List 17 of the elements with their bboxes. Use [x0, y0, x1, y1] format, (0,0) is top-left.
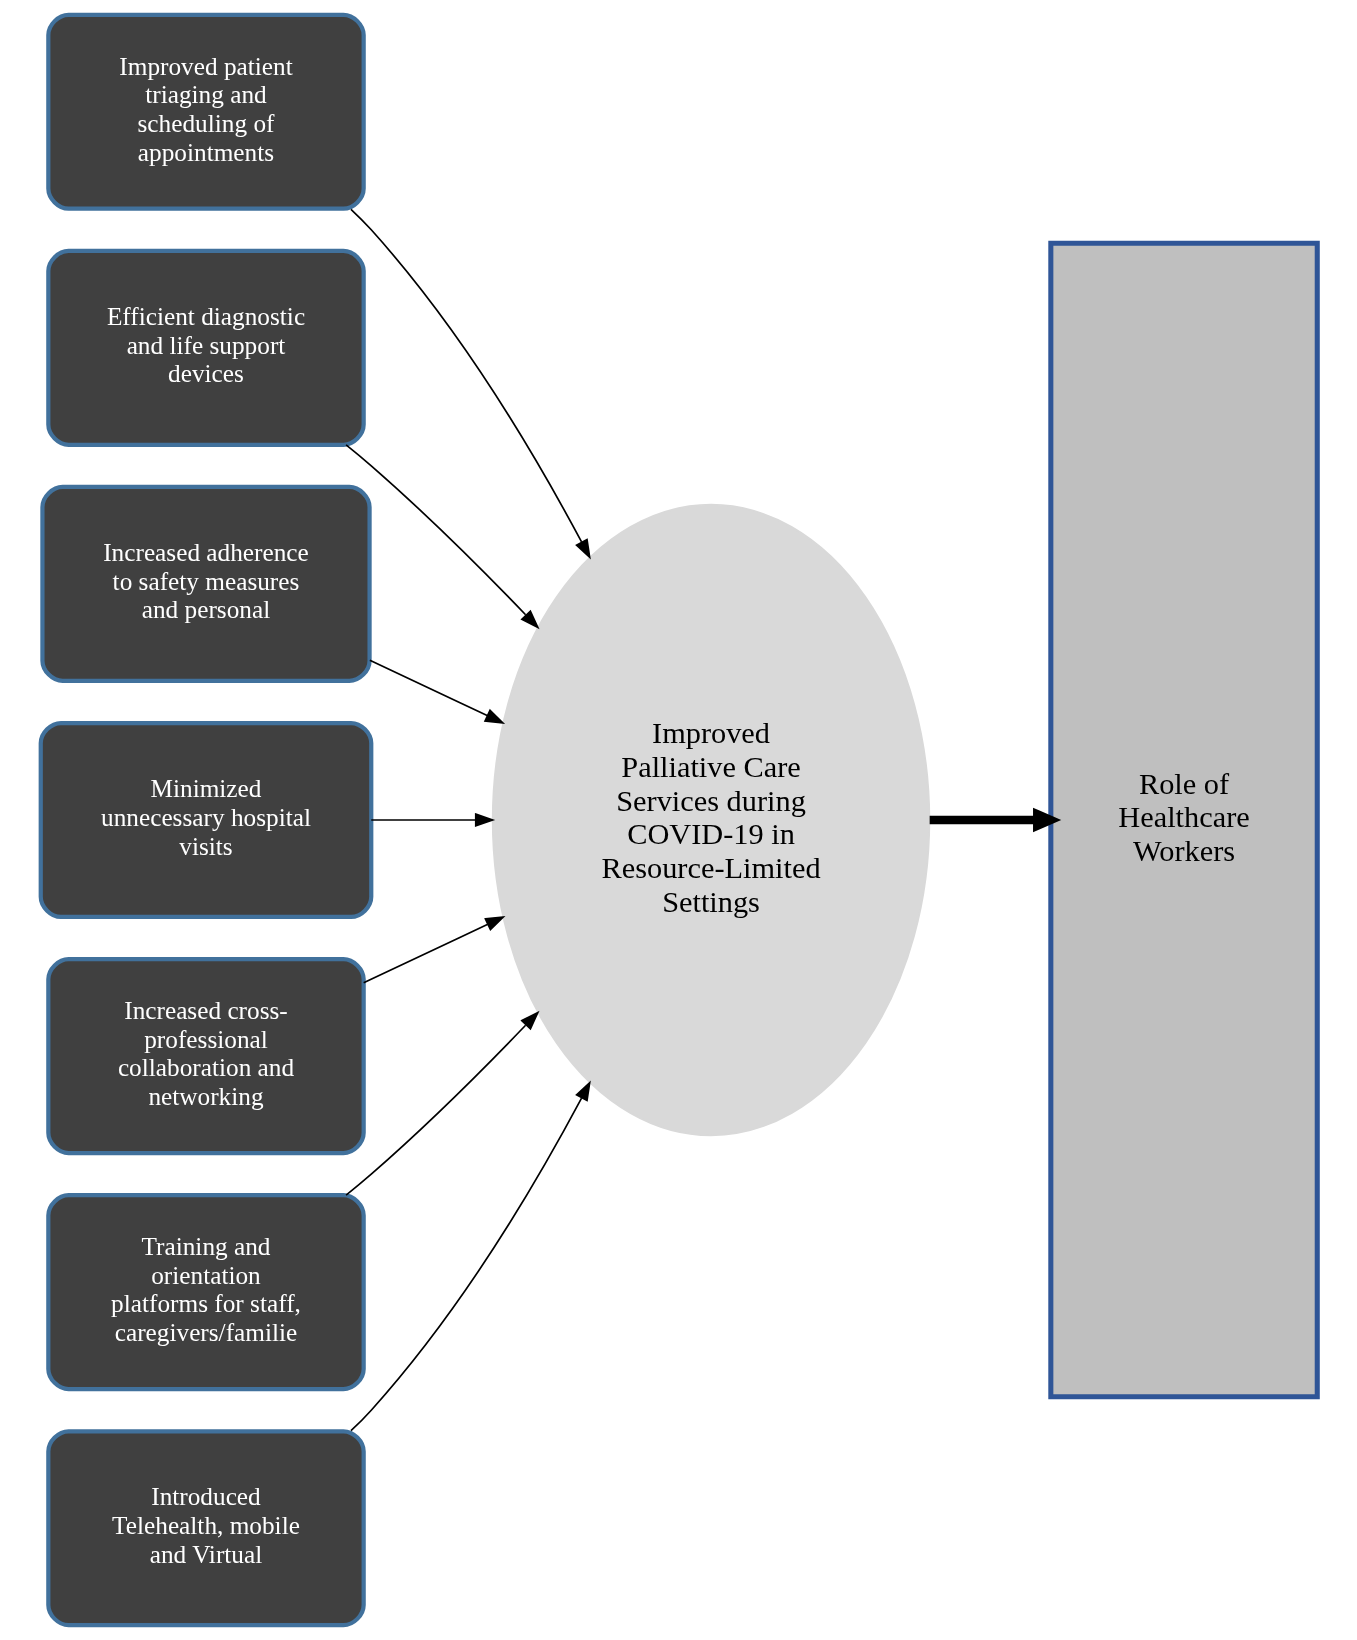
arrow	[362, 915, 505, 984]
arrow	[349, 1080, 591, 1432]
node-box: Increased adherence to safety measures and personal	[39, 484, 372, 683]
arrow	[929, 807, 1061, 833]
node-box: Role of Healthcare Workers	[1047, 240, 1320, 1400]
node-box: Minimized unnecessary hospital visits	[38, 720, 373, 920]
arrow	[368, 659, 505, 724]
arrow	[349, 208, 591, 560]
arrow	[344, 1010, 540, 1196]
node-box: Introduced Telehealth, mobile and Virtual	[45, 1429, 366, 1628]
node-box: Efficient diagnostic and life support devices	[45, 248, 366, 447]
arrow	[369, 812, 495, 828]
node-box: Increased cross- professional collaboration and networking	[45, 957, 366, 1156]
node-box: Improved patient triaging and scheduling of appointments	[45, 12, 366, 211]
arrow	[344, 444, 540, 630]
node-ellipse: Improved Palliative Care Services during COVID-19 in Resource-Limited Settings	[491, 503, 930, 1137]
node-box: Training and orientation platforms for staff, caregivers/familie	[45, 1193, 366, 1392]
